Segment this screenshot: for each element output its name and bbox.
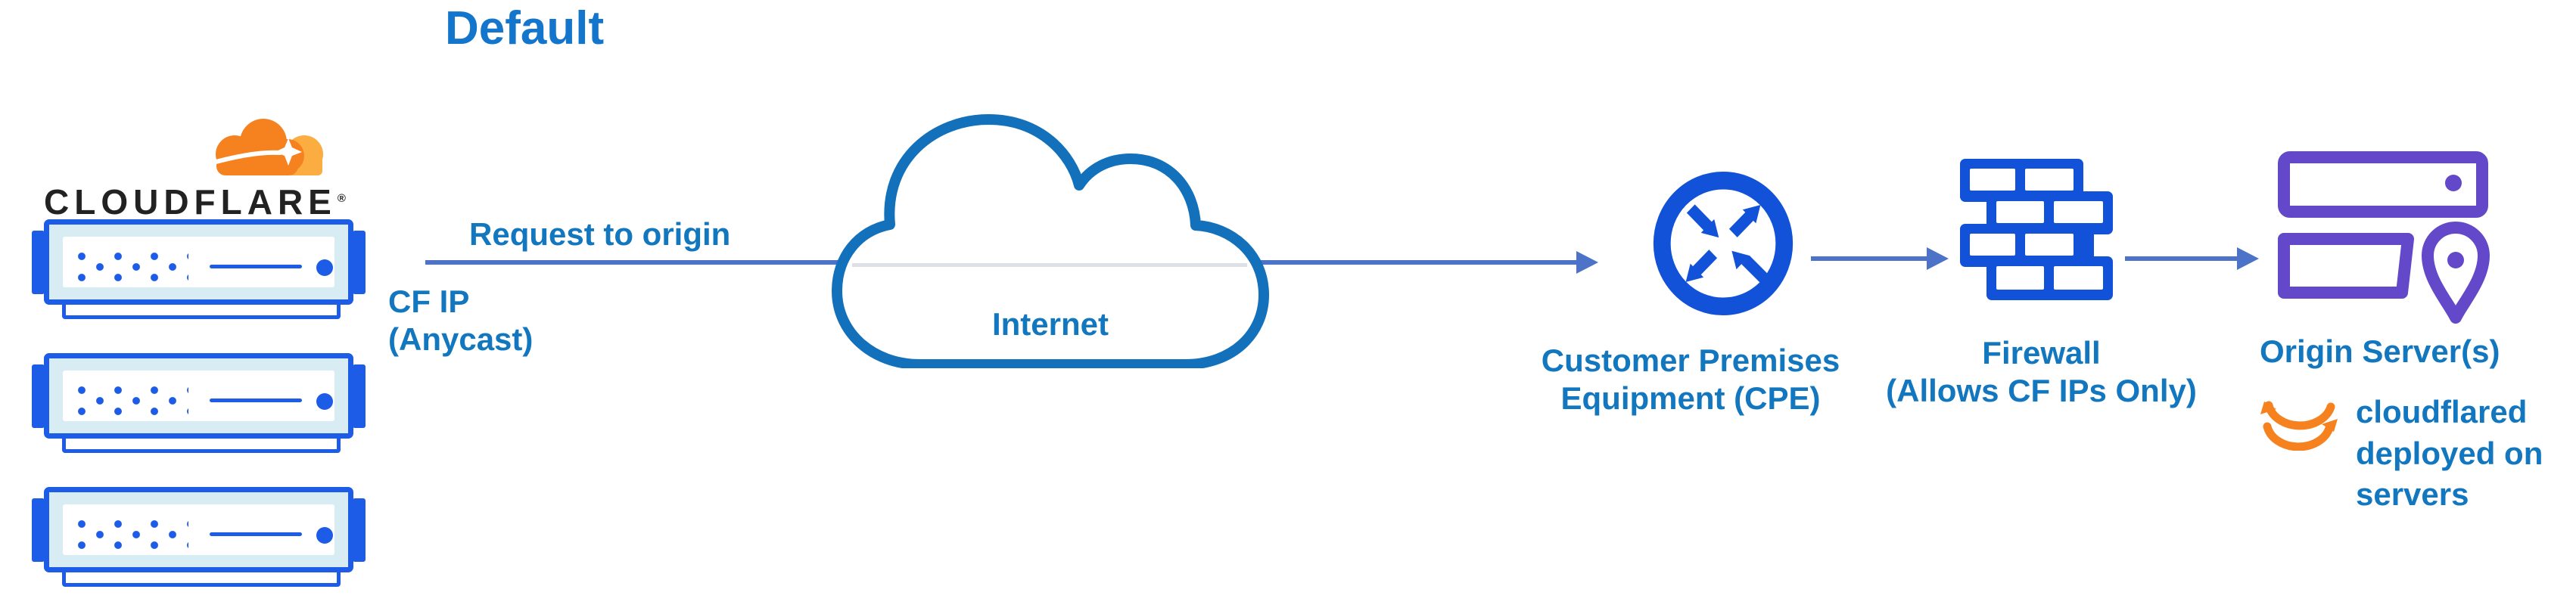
flow-arrowhead-firewall-to-origin	[2237, 247, 2259, 270]
cloudflared-note-line3: servers	[2356, 476, 2469, 513]
registered-mark: ®	[337, 191, 346, 205]
server-vents	[78, 386, 188, 417]
server-handle-left	[32, 231, 45, 294]
server-body	[44, 219, 353, 305]
server-body	[44, 353, 353, 439]
server-handle-right	[353, 231, 366, 294]
router-cpe-icon	[1653, 171, 1794, 316]
request-to-origin-label: Request to origin	[469, 216, 731, 252]
cpe-label-line2: Equipment (CPE)	[1560, 380, 1821, 417]
server-handle-right	[353, 498, 366, 562]
cloudflare-wordmark-text: CLOUDFLARE	[44, 182, 337, 222]
flow-arrowhead-cpe-to-firewall	[1927, 247, 1949, 270]
server-vents	[78, 520, 188, 550]
cpe-label-line1: Customer Premises	[1541, 343, 1840, 378]
flow-arrow-cpe-to-firewall	[1811, 256, 1927, 261]
edge-server-icon	[32, 487, 366, 587]
cloudflare-logo-icon	[208, 119, 323, 175]
flow-arrow-firewall-to-origin	[2125, 256, 2238, 261]
server-body	[44, 487, 353, 572]
internet-cloud-icon	[832, 114, 1269, 368]
cf-ip-line: CF IP	[388, 284, 470, 319]
cloudflared-note-line2: deployed on	[2356, 435, 2543, 471]
server-slot	[210, 398, 302, 402]
edge-server-icon	[32, 353, 366, 453]
server-indicator-light	[316, 527, 333, 544]
server-handle-left	[32, 498, 45, 562]
internet-label: Internet	[991, 306, 1109, 342]
diagram-title: Default	[445, 2, 605, 54]
cloudflared-note: cloudflared deployed on servers	[2356, 392, 2543, 516]
cloudflare-wordmark: CLOUDFLARE®	[44, 181, 346, 222]
firewall-label-line2: (Allows CF IPs Only)	[1886, 373, 2197, 409]
cloudflared-note-line1: cloudflared	[2356, 394, 2528, 429]
server-slot	[210, 265, 302, 268]
server-handle-left	[32, 364, 45, 428]
anycast-line: (Anycast)	[388, 321, 534, 358]
server-slot	[210, 532, 302, 536]
sync-arrows-icon	[2260, 401, 2338, 451]
location-pin-icon	[2422, 222, 2490, 324]
cpe-label: Customer Premises Equipment (CPE)	[1535, 342, 1846, 418]
firewall-label: Firewall (Allows CF IPs Only)	[1854, 334, 2229, 411]
server-indicator-light	[316, 259, 333, 276]
origin-servers-icon	[2278, 151, 2490, 324]
firewall-brick-icon	[1960, 159, 2113, 300]
server-handle-right	[353, 364, 366, 428]
firewall-label-line1: Firewall	[1982, 335, 2101, 371]
flow-arrowhead-cf-to-cpe	[1576, 251, 1598, 274]
cf-ip-anycast-label: CF IP (Anycast)	[388, 283, 533, 359]
origin-servers-label: Origin Server(s)	[2260, 333, 2500, 369]
edge-server-icon	[32, 219, 366, 319]
server-indicator-light	[316, 393, 333, 410]
server-vents	[78, 253, 188, 283]
